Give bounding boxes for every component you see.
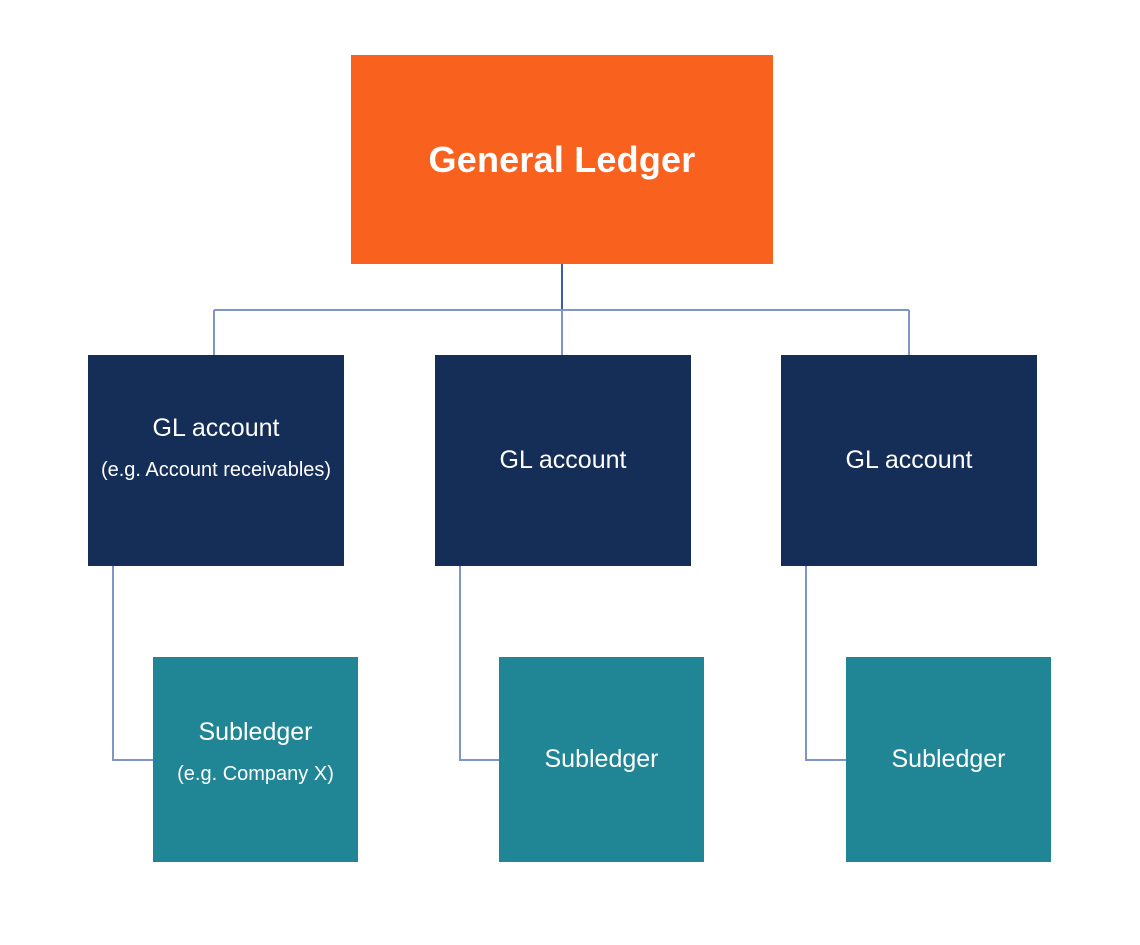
subledger-label: Subledger [198,718,313,746]
subledger-box-3: Subledger [846,657,1051,862]
general-ledger-label: General Ledger [428,138,696,180]
elbow-line-sub-2 [459,566,499,761]
gl-account-label: GL account [499,446,627,474]
subledger-label: Subledger [544,745,659,773]
subledger-label: Subledger [891,745,1006,773]
gl-account-box-2: GL account [435,355,691,566]
subledger-box-1: Subledger (e.g. Company X) [153,657,358,862]
general-ledger-box: General Ledger [351,55,773,264]
gl-account-label: GL account [845,446,973,474]
gl-account-box-1: GL account (e.g. Account receivables) [88,355,344,566]
gl-account-example: (e.g. Account receivables) [100,459,332,481]
elbow-line-sub-1 [112,566,153,761]
elbow-line-sub-3 [805,566,846,761]
subledger-box-2: Subledger [499,657,704,862]
gl-account-box-3: GL account [781,355,1037,566]
gl-account-label: GL account [152,414,280,442]
subledger-example: (e.g. Company X) [177,763,334,785]
